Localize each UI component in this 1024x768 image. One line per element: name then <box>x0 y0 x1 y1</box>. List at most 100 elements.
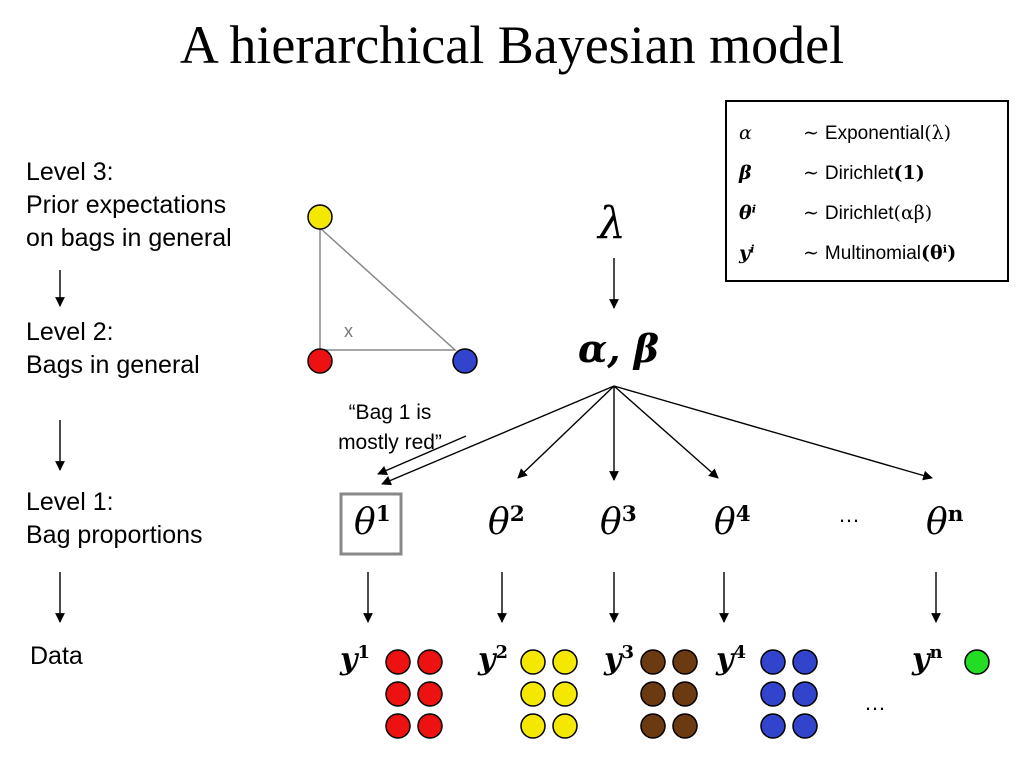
legend-symbol: α <box>739 122 752 144</box>
data-ball-yellow <box>552 713 578 739</box>
data-ball-yellow <box>520 649 546 675</box>
theta-ellipsis: … <box>838 502 860 527</box>
data-ball-yellow <box>552 681 578 707</box>
legend-dist: Dirichlet <box>824 203 894 224</box>
legend-arg: (1) <box>893 162 925 184</box>
data-ball-yellow <box>520 713 546 739</box>
legend-arg: (αβ) <box>893 202 933 224</box>
legend-arg: (θⁱ) <box>921 242 957 264</box>
data-level-label: Data <box>30 642 83 670</box>
data-ball-yellow <box>520 681 546 707</box>
data-ball-brown <box>672 649 698 675</box>
quote-line1: “Bag 1 is <box>348 401 432 424</box>
data-ball-brown <box>640 681 666 707</box>
theta-sup: 1 <box>375 502 391 527</box>
theta-arrow <box>381 385 615 486</box>
theta-sup: 3 <box>621 502 637 527</box>
theta-arrow <box>613 385 719 479</box>
theta-sup: n <box>947 502 964 527</box>
data-ball-brown <box>640 649 666 675</box>
legend-symbol: β <box>739 162 752 184</box>
y-sup: 1 <box>357 642 370 663</box>
y-sup: 3 <box>621 642 634 663</box>
theta-base: θ <box>488 502 510 543</box>
data-ball-blue <box>792 649 818 675</box>
data-ball-blue <box>792 713 818 739</box>
level-1-label: Level 1: Bag proportions <box>26 486 203 552</box>
red-vertex <box>307 348 333 374</box>
theta-base: θ <box>354 502 376 543</box>
simplex-triangle <box>319 227 457 351</box>
bag-1-annotation: “Bag 1 is mostly red” <box>300 398 480 458</box>
y-3-node: y3 <box>604 642 634 677</box>
legend-row-theta: θⁱ ∼Dirichlet(αβ) <box>727 192 1007 232</box>
y-base: y <box>912 642 930 677</box>
data-ball-blue <box>760 681 786 707</box>
data-ellipsis: … <box>864 690 886 715</box>
legend-tilde: ∼ <box>803 122 819 144</box>
data-ball-brown <box>672 713 698 739</box>
legend-dist: Exponential <box>824 123 925 144</box>
legend-arg: (λ) <box>924 122 952 144</box>
y-base: y <box>478 642 496 677</box>
y-sup: n <box>929 642 943 663</box>
page-title: A hierarchical Bayesian model <box>179 15 845 75</box>
theta-1-node: θ1 <box>354 502 391 543</box>
level-3-label: Level 3: Prior expectations on bags in g… <box>26 156 232 255</box>
y-sup: 4 <box>733 642 746 663</box>
simplex-marker: x <box>344 321 353 341</box>
level-2-label: Level 2: Bags in general <box>26 316 200 382</box>
level-3-line2: on bags in general <box>26 224 232 252</box>
data-ball-red <box>417 713 443 739</box>
theta-arrow <box>517 385 615 479</box>
data-ball-blue <box>760 649 786 675</box>
theta-base: θ <box>926 502 948 543</box>
y-sup: 2 <box>495 642 508 663</box>
quote-arrow <box>377 435 467 476</box>
theta-base: θ <box>600 502 622 543</box>
data-ball-brown <box>672 681 698 707</box>
theta-sup: 4 <box>735 502 751 527</box>
y-base: y <box>604 642 622 677</box>
data-ball-brown <box>640 713 666 739</box>
data-ball-red <box>385 649 411 675</box>
legend-tilde: ∼ <box>803 162 819 184</box>
level-3-heading: Level 3: <box>26 158 114 186</box>
theta-arrow <box>613 385 933 481</box>
data-balls <box>385 649 990 739</box>
legend-row-beta: β ∼Dirichlet(1) <box>727 152 1007 192</box>
theta-2-node: θ2 <box>488 502 525 543</box>
alpha-beta-node: α, β <box>578 326 659 371</box>
data-ball-blue <box>792 681 818 707</box>
y-base: y <box>340 642 358 677</box>
legend-tilde: ∼ <box>803 202 819 224</box>
level-2-heading: Level 2: <box>26 318 114 346</box>
y-1-node: y1 <box>340 642 370 677</box>
y-n-node: yn <box>912 642 943 677</box>
theta-4-node: θ4 <box>714 502 751 543</box>
yellow-vertex <box>307 204 333 230</box>
theta-n-node: θn <box>926 502 963 543</box>
distribution-legend: α ∼Exponential(λ) β ∼Dirichlet(1) θⁱ ∼Di… <box>725 100 1009 282</box>
data-ball-red <box>417 681 443 707</box>
data-ball-red <box>385 681 411 707</box>
y-4-node: y4 <box>716 642 746 677</box>
level-3-line1: Prior expectations <box>26 191 227 219</box>
level-1-heading: Level 1: <box>26 488 114 516</box>
lambda-node: λ <box>598 198 626 249</box>
data-ball-yellow <box>552 649 578 675</box>
legend-symbol: θⁱ <box>739 202 757 224</box>
legend-row-alpha: α ∼Exponential(λ) <box>727 112 1007 152</box>
blue-vertex <box>452 348 478 374</box>
legend-dist: Multinomial <box>824 243 922 264</box>
legend-row-y: yⁱ ∼Multinomial(θⁱ) <box>727 232 1007 272</box>
level-1-line1: Bag proportions <box>26 521 203 549</box>
data-ball-red <box>417 649 443 675</box>
quote-line2: mostly red” <box>338 431 442 454</box>
legend-symbol: yⁱ <box>739 242 755 264</box>
data-ball-red <box>385 713 411 739</box>
y-base: y <box>716 642 734 677</box>
theta-3-node: θ3 <box>600 502 637 543</box>
legend-dist: Dirichlet <box>824 163 894 184</box>
